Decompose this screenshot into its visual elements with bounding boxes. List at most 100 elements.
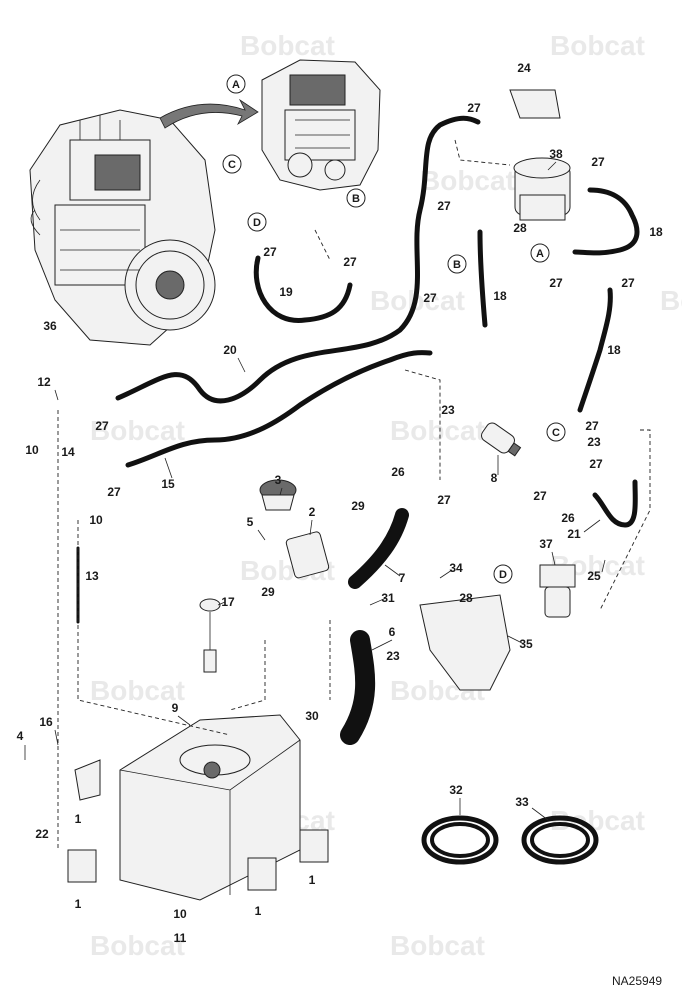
callout-letter: C [228,159,236,171]
part-number-label: 16 [39,715,53,729]
assembly-lines [57,139,651,850]
leader-line [279,487,283,496]
leader-line [507,635,525,645]
part-number-label: 27 [263,245,277,259]
part-number-label: 3 [275,473,282,487]
part-number-label: 27 [107,485,121,499]
engine-detail-view [261,59,381,191]
part-number-label: 18 [493,289,507,303]
part-number-label: 18 [649,225,663,239]
watermark-text: Bobcat [660,285,682,316]
part-number-label: 6 [389,625,396,639]
leader-line [54,389,59,401]
part-number-label: 27 [585,419,599,433]
part-number-label: 25 [587,569,601,583]
callout-circle [346,188,366,208]
part-number-label: 26 [561,511,575,525]
part-number-label: 27 [549,276,563,290]
leader-line [237,357,246,373]
part-number-label: 24 [517,61,531,75]
callout-circle [493,564,513,584]
part-number-label: 28 [459,591,473,605]
leader-line [257,529,266,541]
callout-letter: D [253,217,261,229]
part-number-label: 9 [172,701,179,715]
leader-line [309,519,313,536]
leader-lines [24,161,606,821]
part-number-label: 23 [386,649,400,663]
part-number-label: 27 [343,255,357,269]
leader-line [217,601,226,606]
part-number-label: 26 [391,465,405,479]
part-number-label: 29 [261,585,275,599]
callout-letter: B [453,259,461,271]
watermark-text: Bobcat [420,165,515,196]
watermark-text: Bobcat [90,675,185,706]
callout-letter: A [536,248,544,260]
part-number-label: 12 [37,375,51,389]
part-number-label: 27 [467,101,481,115]
fuel-filter-assembly-38 [509,89,571,221]
callout-letter: A [232,79,240,91]
drawing-code: NA25949 [612,974,662,988]
callout-b: B [346,188,366,208]
part-number-label: 36 [43,319,57,333]
part-number-label: 37 [539,537,553,551]
callout-a: A [226,74,246,94]
leader-line [439,569,453,579]
part-number-label: 10 [25,443,39,457]
part-number-label: 5 [247,515,254,529]
part-number-label: 18 [607,343,621,357]
watermark-text: Bobcat [90,415,185,446]
leader-line [384,564,401,577]
watermark-layer: BobcatBobcatBobcatBobcatBobcatBobcatBobc… [90,30,682,961]
leader-line [177,715,191,726]
filler-neck-2-cap-3 [259,479,330,579]
part-number-label: 1 [75,812,82,826]
bracket-35 [419,594,511,691]
part-number-label: 27 [437,199,451,213]
engine-illustration [29,109,216,346]
leader-line [531,807,549,821]
callout-letter: C [552,427,560,439]
detail-arrow [159,98,259,129]
callout-circle [226,74,246,94]
callout-d: D [493,564,513,584]
leader-line [164,457,173,479]
leader-line [601,559,606,573]
part-number-label: 27 [437,493,451,507]
part-number-label: 27 [621,276,635,290]
leader-line [551,551,556,566]
part-number-label: 21 [567,527,581,541]
watermark-text: Bobcat [240,30,335,61]
part-number-label: 23 [441,403,455,417]
part-number-label: 7 [399,571,406,585]
part-number-label: 1 [309,873,316,887]
part-number-label: 35 [519,637,533,651]
fuel-tank-9 [119,714,301,901]
part-number-label: 23 [587,435,601,449]
callout-letter: D [499,569,507,581]
part-number-label: 1 [75,897,82,911]
water-separator-37 [539,564,576,618]
leader-line [54,729,59,746]
fuel-sender-17 [199,598,221,673]
part-number-label: 32 [449,783,463,797]
part-number-label: 10 [173,907,187,921]
leader-line [371,639,393,651]
callout-circle [222,154,242,174]
leader-line [547,161,557,171]
part-number-label: 27 [423,291,437,305]
part-number-label: 22 [35,827,49,841]
part-number-label: 19 [279,285,293,299]
callout-b: B [447,254,467,274]
watermark-text: Bobcat [390,930,485,961]
fuel-pump-8 [481,422,522,457]
part-number-label: 20 [223,343,237,357]
part-number-label: 15 [161,477,175,491]
hose-coils [421,815,599,865]
part-number-label: 31 [381,591,395,605]
part-number-label: 10 [89,513,103,527]
callout-c: C [546,422,566,442]
